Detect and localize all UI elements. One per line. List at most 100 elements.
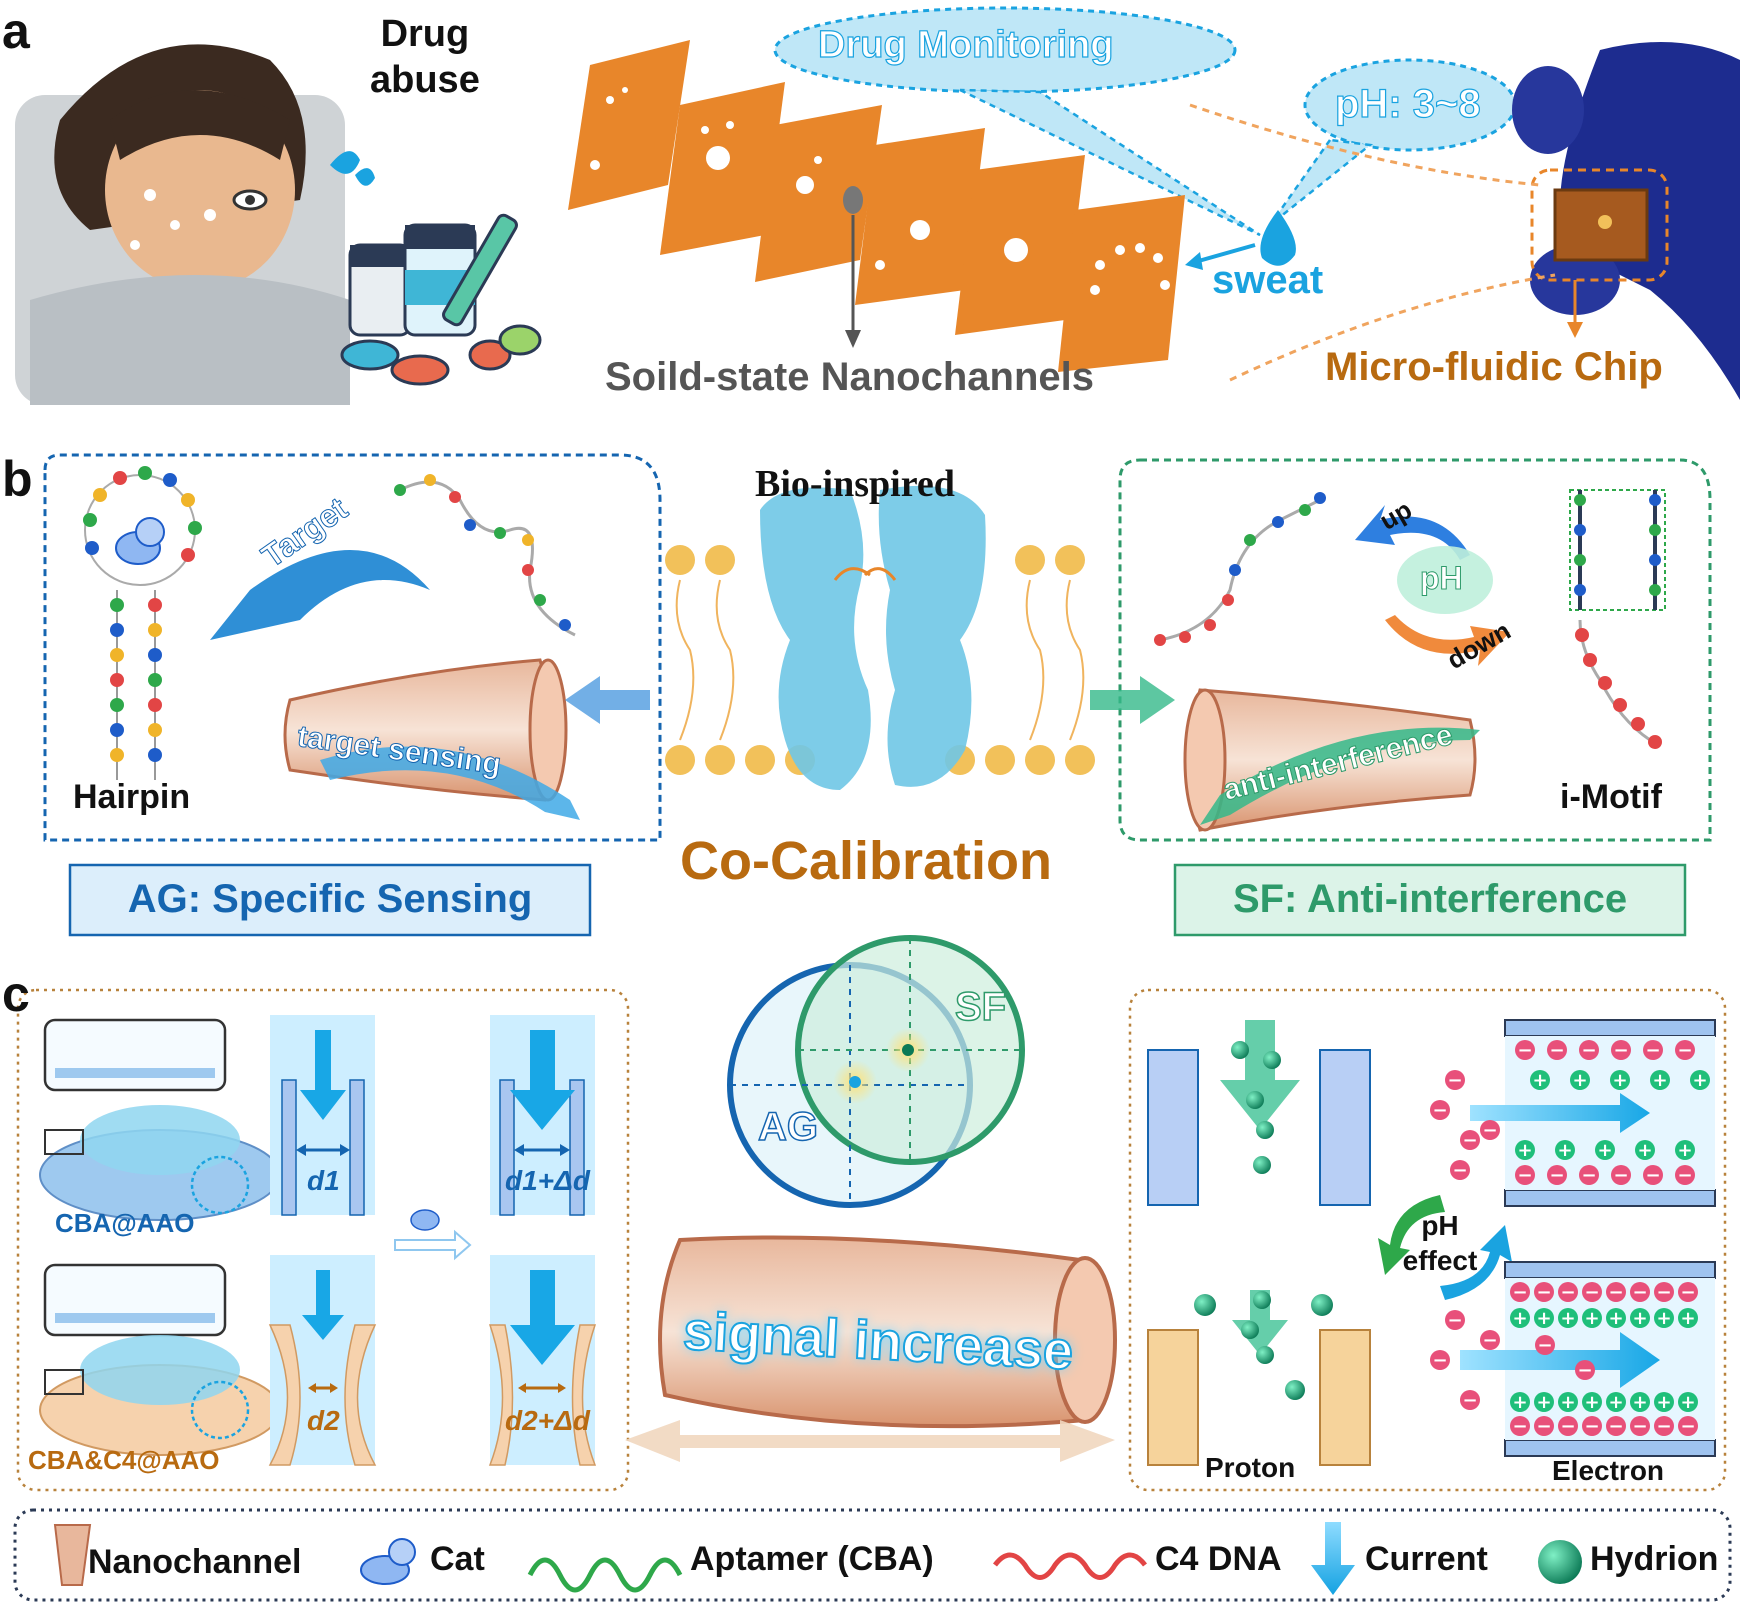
charge-sign: − [1517, 1040, 1532, 1061]
negative-charge [1534, 1282, 1554, 1302]
positive-charge [1582, 1392, 1602, 1412]
electron-charges: −−−−−−++++++++++−−−−−−−−−−−−−−++++++++++… [1430, 1040, 1710, 1437]
i-motif-structure [1569, 489, 1666, 749]
positive-charge [1515, 1140, 1535, 1160]
negative-charge [1558, 1282, 1578, 1302]
negative-charge [1575, 1360, 1595, 1380]
charge-sign: − [1581, 1165, 1596, 1186]
legend-current-icon [1311, 1522, 1355, 1595]
charge-sign: − [1482, 1330, 1497, 1351]
negative-charge [1654, 1282, 1674, 1302]
charge-sign: − [1645, 1165, 1660, 1186]
negative-charge [1515, 1165, 1535, 1185]
positive-charge [1510, 1308, 1530, 1328]
negative-charge [1675, 1165, 1695, 1185]
negative-charge [1582, 1416, 1602, 1436]
d2-label: d2 [307, 1405, 340, 1436]
charge-sign: − [1512, 1282, 1527, 1303]
negative-charge [1430, 1100, 1450, 1120]
charge-sign: − [1680, 1282, 1695, 1303]
cba-c4-aao-label: CBA&C4@AAO [28, 1445, 220, 1475]
charge-sign: − [1452, 1160, 1467, 1181]
legend-current-label: Current [1365, 1540, 1488, 1578]
positive-charge [1510, 1392, 1530, 1412]
legend-c4-icon [993, 1552, 1147, 1580]
legend-nanochannel-label: Nanochannel [88, 1543, 302, 1581]
sf-box [1173, 863, 1687, 937]
charge-sign: + [1560, 1308, 1575, 1329]
charge-sign: − [1447, 1310, 1462, 1331]
negative-charge [1547, 1165, 1567, 1185]
electron-label: Electron [1552, 1455, 1665, 1486]
negative-charge [1445, 1070, 1465, 1090]
negative-charge [1579, 1165, 1599, 1185]
charge-sign: − [1577, 1360, 1592, 1381]
positive-charge [1630, 1308, 1650, 1328]
negative-charge [1535, 1335, 1555, 1355]
positive-charge [1650, 1070, 1670, 1090]
cba-c4-aao-illustration [39, 1263, 281, 1456]
charge-sign: + [1597, 1140, 1612, 1161]
charge-sign: − [1645, 1040, 1660, 1061]
legend-nanochannel-icon [53, 1524, 92, 1586]
charge-sign: − [1584, 1416, 1599, 1437]
person-illustration [15, 44, 375, 405]
panel-c-graphics: −−−−−−++++++++++−−−−−−−−−−−−−−++++++++++… [16, 935, 1727, 1492]
panel-a-letter: a [2, 3, 30, 59]
charge-sign: + [1536, 1308, 1551, 1329]
sweat-label: sweat [1212, 258, 1324, 302]
pore-schematics [268, 1015, 597, 1466]
charge-sign: + [1584, 1308, 1599, 1329]
d2-delta-label: d2+Δd [505, 1405, 590, 1436]
negative-charge [1547, 1040, 1567, 1060]
negative-charge [1579, 1040, 1599, 1060]
charge-sign: + [1656, 1308, 1671, 1329]
negative-charge [1510, 1282, 1530, 1302]
charge-sign: − [1537, 1335, 1552, 1356]
negative-charge [1510, 1416, 1530, 1436]
charge-sign: + [1572, 1070, 1587, 1091]
negative-charge [1460, 1130, 1480, 1150]
positive-charge [1534, 1392, 1554, 1412]
micro-fluidic-chip-label: Micro-fluidic Chip [1325, 345, 1663, 389]
positive-charge [1606, 1308, 1626, 1328]
charge-sign: − [1432, 1350, 1447, 1371]
negative-charge [1606, 1282, 1626, 1302]
charge-sign: + [1612, 1070, 1627, 1091]
charge-sign: − [1613, 1040, 1628, 1061]
charge-sign: + [1677, 1140, 1692, 1161]
negative-charge [1450, 1160, 1470, 1180]
nanochannel-sheets [568, 40, 1185, 372]
negative-charge [1558, 1416, 1578, 1436]
positive-charge [1610, 1070, 1630, 1090]
ag-target-label: AG [757, 1104, 819, 1150]
charge-sign: + [1608, 1392, 1623, 1413]
negative-charge [1630, 1416, 1650, 1436]
charge-sign: + [1557, 1140, 1572, 1161]
ph-effect-label: pH effect [1402, 1210, 1478, 1276]
charge-sign: − [1677, 1165, 1692, 1186]
charge-sign: − [1632, 1282, 1647, 1303]
positive-charge [1630, 1392, 1650, 1412]
positive-charge [1570, 1070, 1590, 1090]
legend-graphics [13, 1508, 1732, 1602]
positive-charge [1555, 1140, 1575, 1160]
charge-sign: + [1680, 1392, 1695, 1413]
drug-bottles-illustration [340, 213, 542, 386]
panel-b-graphics [43, 453, 1712, 937]
positive-charge [1534, 1308, 1554, 1328]
sf-anti-interference-label: SF: Anti-interference [1232, 877, 1628, 921]
panel-b-letter: b [2, 451, 33, 507]
negative-charge [1643, 1040, 1663, 1060]
negative-charge [1611, 1165, 1631, 1185]
calibration-targets [727, 935, 1025, 1208]
legend-hydrion-label: Hydrion [1590, 1540, 1719, 1578]
positive-charge [1606, 1392, 1626, 1412]
nanochannels-label: Soild-state Nanochannels [605, 355, 1094, 399]
positive-charge [1558, 1392, 1578, 1412]
positive-charge [1635, 1140, 1655, 1160]
charge-sign: + [1517, 1140, 1532, 1161]
negative-charge [1606, 1416, 1626, 1436]
charge-sign: − [1482, 1120, 1497, 1141]
charge-sign: + [1532, 1070, 1547, 1091]
